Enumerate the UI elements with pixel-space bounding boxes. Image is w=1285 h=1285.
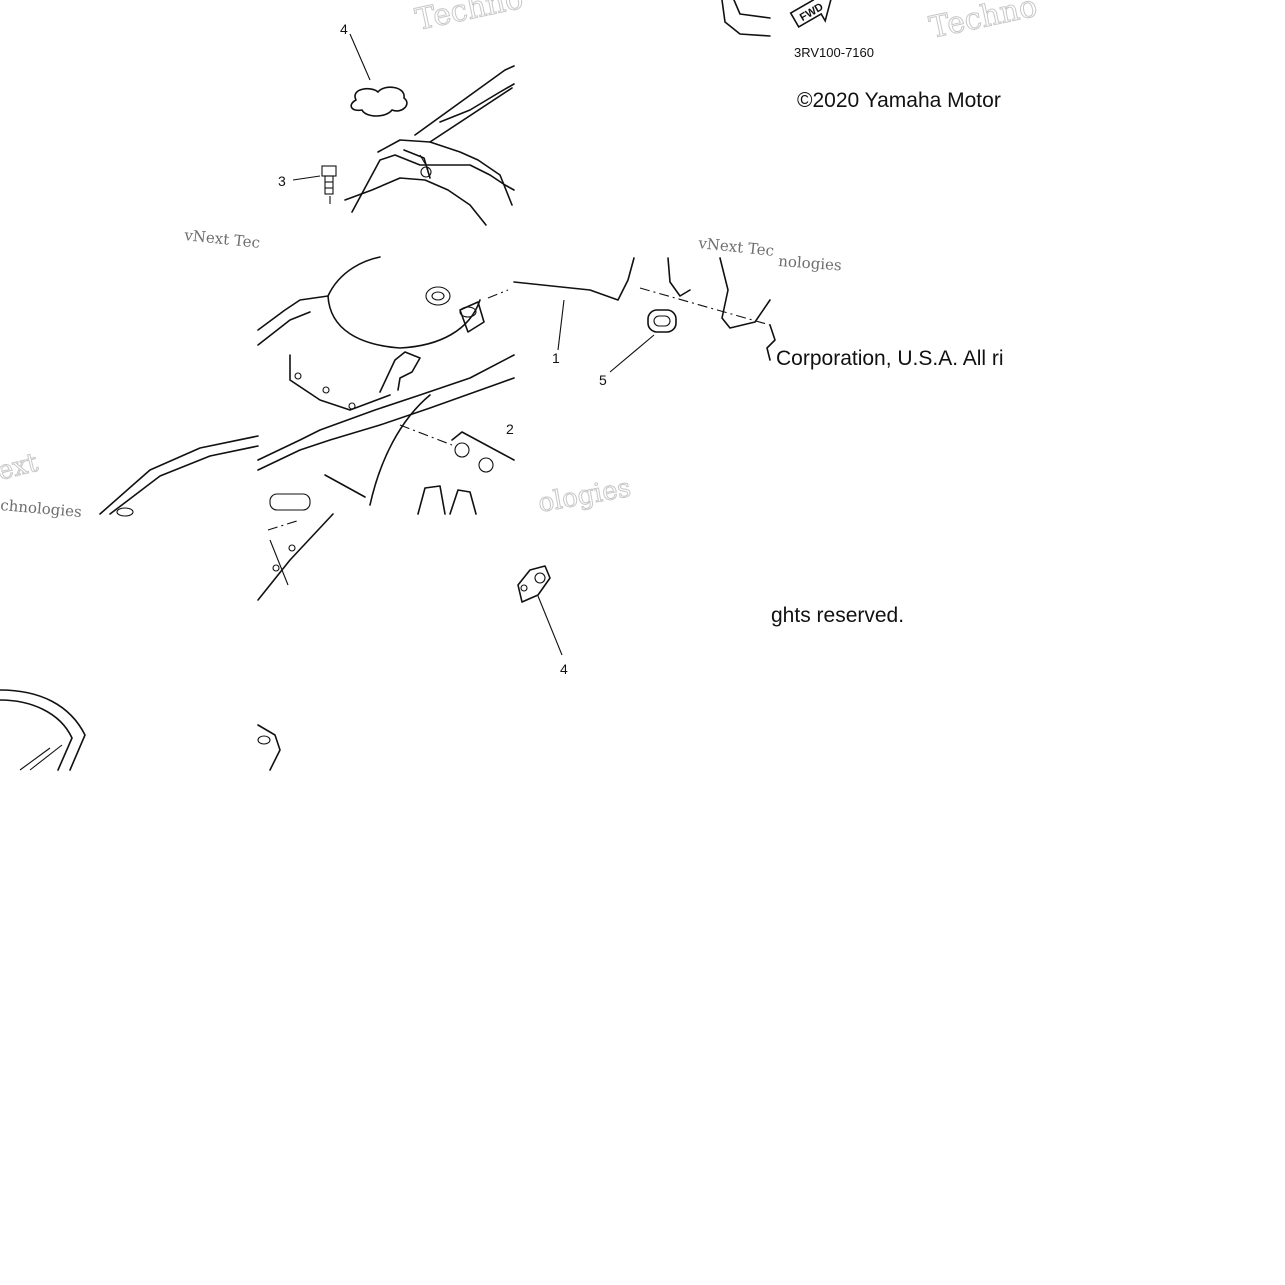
callouts: 4 3 1 5 2 4 — [278, 21, 607, 677]
watermark-nologies: nologies — [778, 252, 843, 274]
washer-part-4 — [517, 565, 551, 603]
callout-4-top: 4 — [340, 21, 348, 37]
tile-header: FWD 3RV100-7160 ©2020 Yamaha Motor — [721, 0, 1001, 112]
bolt-part-3 — [321, 165, 337, 195]
watermark-chnologies: chnologies — [0, 496, 82, 521]
callout-3: 3 — [278, 173, 286, 189]
callout-4-bottom: 4 — [560, 661, 568, 677]
tile-lower-detail: ghts reserved. — [257, 513, 904, 771]
tile-fender-body — [257, 256, 515, 515]
callout-5: 5 — [599, 372, 607, 388]
fwd-arrow-icon: FWD — [789, 0, 833, 29]
part-code: 3RV100-7160 — [794, 45, 874, 60]
tile-cover-outline — [0, 435, 259, 771]
watermark-techno-1: Techno — [412, 0, 526, 38]
watermark-ext: ext — [0, 448, 42, 487]
copyright-line-1: ©2020 Yamaha Motor — [797, 89, 1001, 112]
watermark-vnext-1: vNext Tec — [183, 226, 261, 252]
watermark-techno-2: Techno — [926, 0, 1040, 46]
decal-outline — [350, 86, 408, 117]
tile-seat-bracket — [292, 33, 515, 226]
callout-1: 1 — [552, 350, 560, 366]
watermark-vnext-2: vNext Tec — [697, 234, 775, 260]
watermark-ologies: ologies — [536, 473, 633, 519]
callout-2: 2 — [506, 421, 514, 437]
fwd-label: FWD — [798, 1, 826, 24]
watermark-layer: Techno Techno vNext Tec vNext Tec nologi… — [0, 0, 1041, 521]
copyright-line-2: Corporation, U.S.A. All ri — [776, 347, 1004, 370]
grommet-part-5 — [647, 309, 677, 333]
tile-rear-guard: Corporation, U.S.A. All ri — [513, 257, 1004, 373]
copyright-line-3: ghts reserved. — [771, 604, 904, 627]
